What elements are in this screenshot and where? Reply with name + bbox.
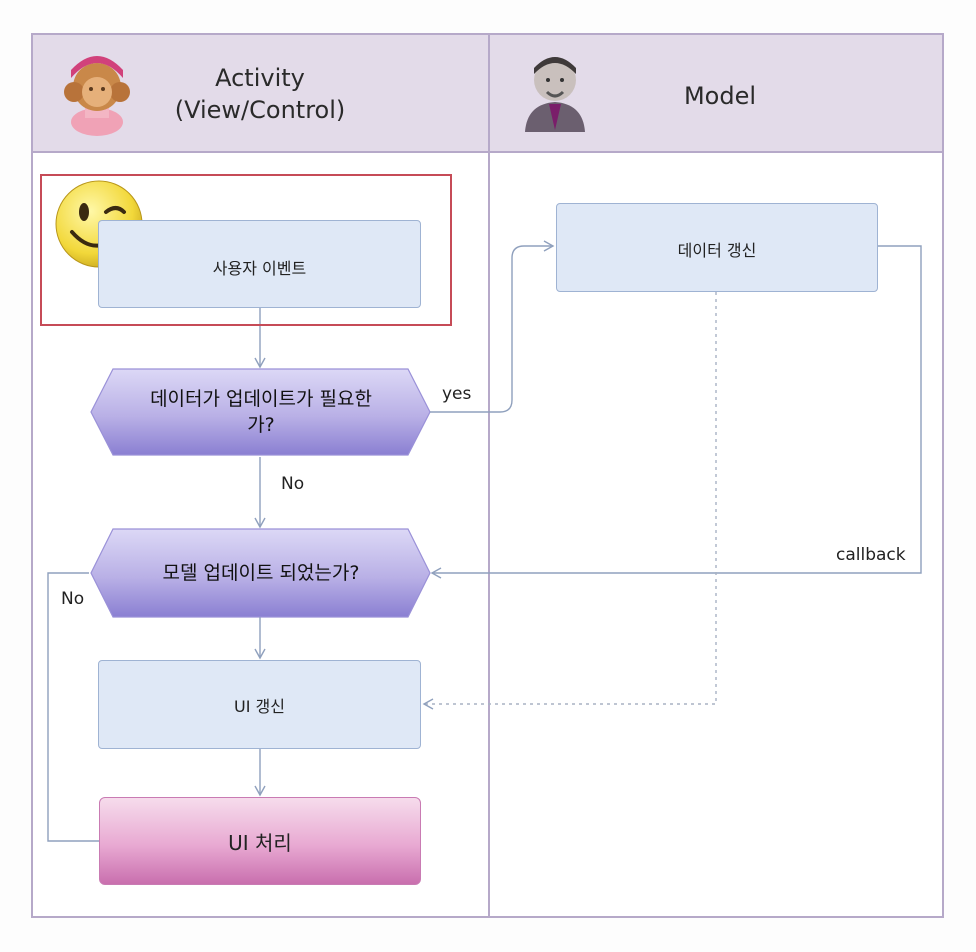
- decision-model-updated-text: 모델 업데이트 되었는가?: [162, 562, 360, 584]
- manager-avatar-icon: [525, 57, 585, 132]
- node-ui-refresh-label: UI 갱신: [234, 696, 285, 716]
- edge-callback: [430, 245, 922, 579]
- decision-data-update-needed-line1: 데이터가 업데이트가 필요한: [150, 388, 372, 410]
- decision-data-update-needed-text: 데이터가 업데이트가 필요한 가?: [100, 372, 422, 452]
- lane-title-activity-line2: (View/Control): [174, 96, 346, 124]
- node-data-refresh: 데이터 갱신: [556, 203, 878, 292]
- edge-label-yes: yes: [442, 384, 472, 404]
- user-avatar-icon: [64, 56, 130, 136]
- lane-title-activity: Activity (View/Control): [160, 62, 360, 126]
- node-user-event-label: 사용자 이벤트: [212, 259, 307, 278]
- lane-title-activity-line1: Activity: [215, 64, 305, 92]
- edge-label-callback: callback: [836, 545, 906, 565]
- lane-title-model: Model: [683, 82, 757, 110]
- node-ui-refresh: UI 갱신: [98, 660, 421, 749]
- edge-label-no-loop: No: [61, 589, 85, 609]
- node-data-refresh-label: 데이터 갱신: [677, 241, 757, 260]
- node-ui-process: UI 처리: [99, 797, 421, 885]
- node-ui-process-label: UI 처리: [228, 830, 292, 855]
- edge-label-no-down: No: [281, 474, 305, 494]
- lane-divider: [488, 33, 490, 918]
- edge-yes-to-data-refresh: [430, 240, 555, 413]
- highlight-frame: [40, 174, 452, 326]
- decision-data-update-needed-line2: 가?: [247, 414, 275, 436]
- decision-model-updated: [90, 528, 431, 618]
- edge-data-to-ui-refresh: [422, 292, 717, 710]
- swimlane-header: [31, 33, 944, 153]
- edge-no-loop: [47, 572, 99, 842]
- swimlane-frame: [31, 33, 944, 918]
- node-user-event: 사용자 이벤트: [98, 220, 421, 308]
- decision-data-update-needed: [90, 368, 431, 456]
